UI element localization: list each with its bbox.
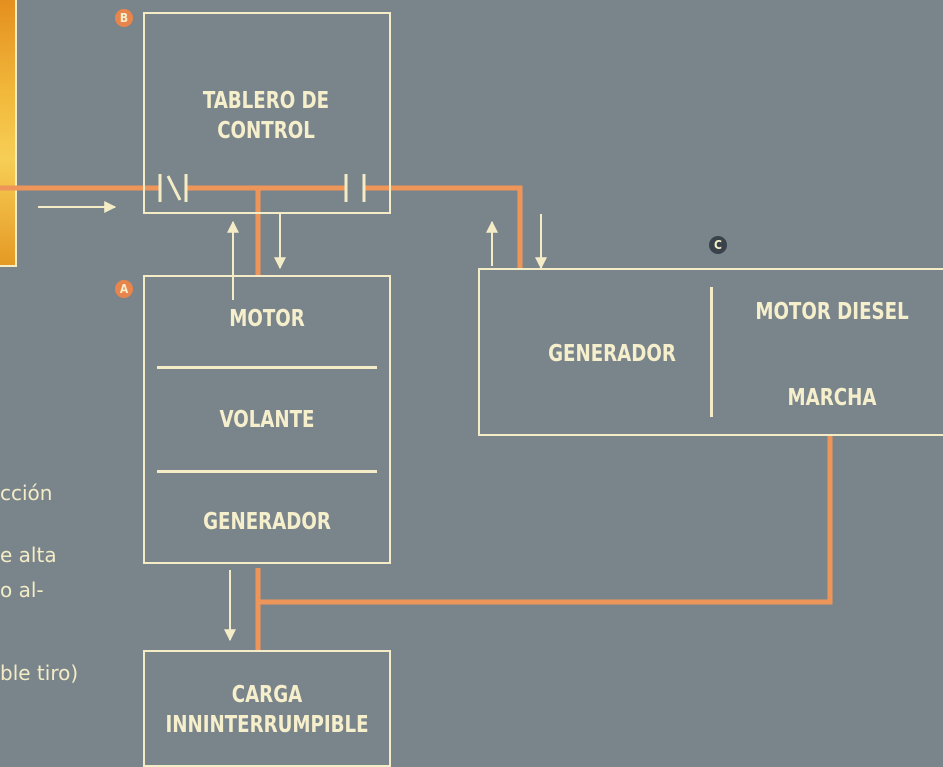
side-text-line-4: ble tiro) (0, 661, 79, 685)
tablero-de-control-label: TABLERO DE CONTROL (202, 88, 330, 144)
motor-label: MOTOR (229, 306, 305, 332)
box-c (478, 268, 943, 436)
generador-c-label: GENERADOR (548, 341, 676, 367)
divider-a1 (157, 366, 377, 369)
flow-arrows (38, 201, 547, 642)
volante-label: VOLANTE (219, 407, 315, 433)
box-a (143, 275, 391, 564)
carga-label: CARGA INNINTERRUMPIBLE (165, 682, 369, 738)
carga-box (143, 650, 391, 767)
photo-fragment (0, 0, 17, 267)
side-text-line-3: o al- (0, 578, 44, 602)
badge-a: A (115, 280, 133, 298)
badge-b: B (115, 9, 133, 27)
divider-c (710, 287, 713, 417)
marcha-label: MARCHA (787, 385, 877, 411)
tablero-de-control-box (143, 12, 391, 214)
badge-c: C (709, 236, 727, 254)
wire-to-generator-c (364, 185, 523, 268)
side-text-line-2: e alta (0, 543, 57, 567)
motor-diesel-label: MOTOR DIESEL (755, 299, 909, 325)
orange-wires (0, 185, 833, 650)
switch-symbols (158, 174, 366, 202)
generador-a-label: GENERADOR (203, 509, 331, 535)
divider-a2 (157, 470, 377, 473)
return-wire (258, 436, 833, 605)
side-text-line-1: cción (0, 481, 53, 505)
